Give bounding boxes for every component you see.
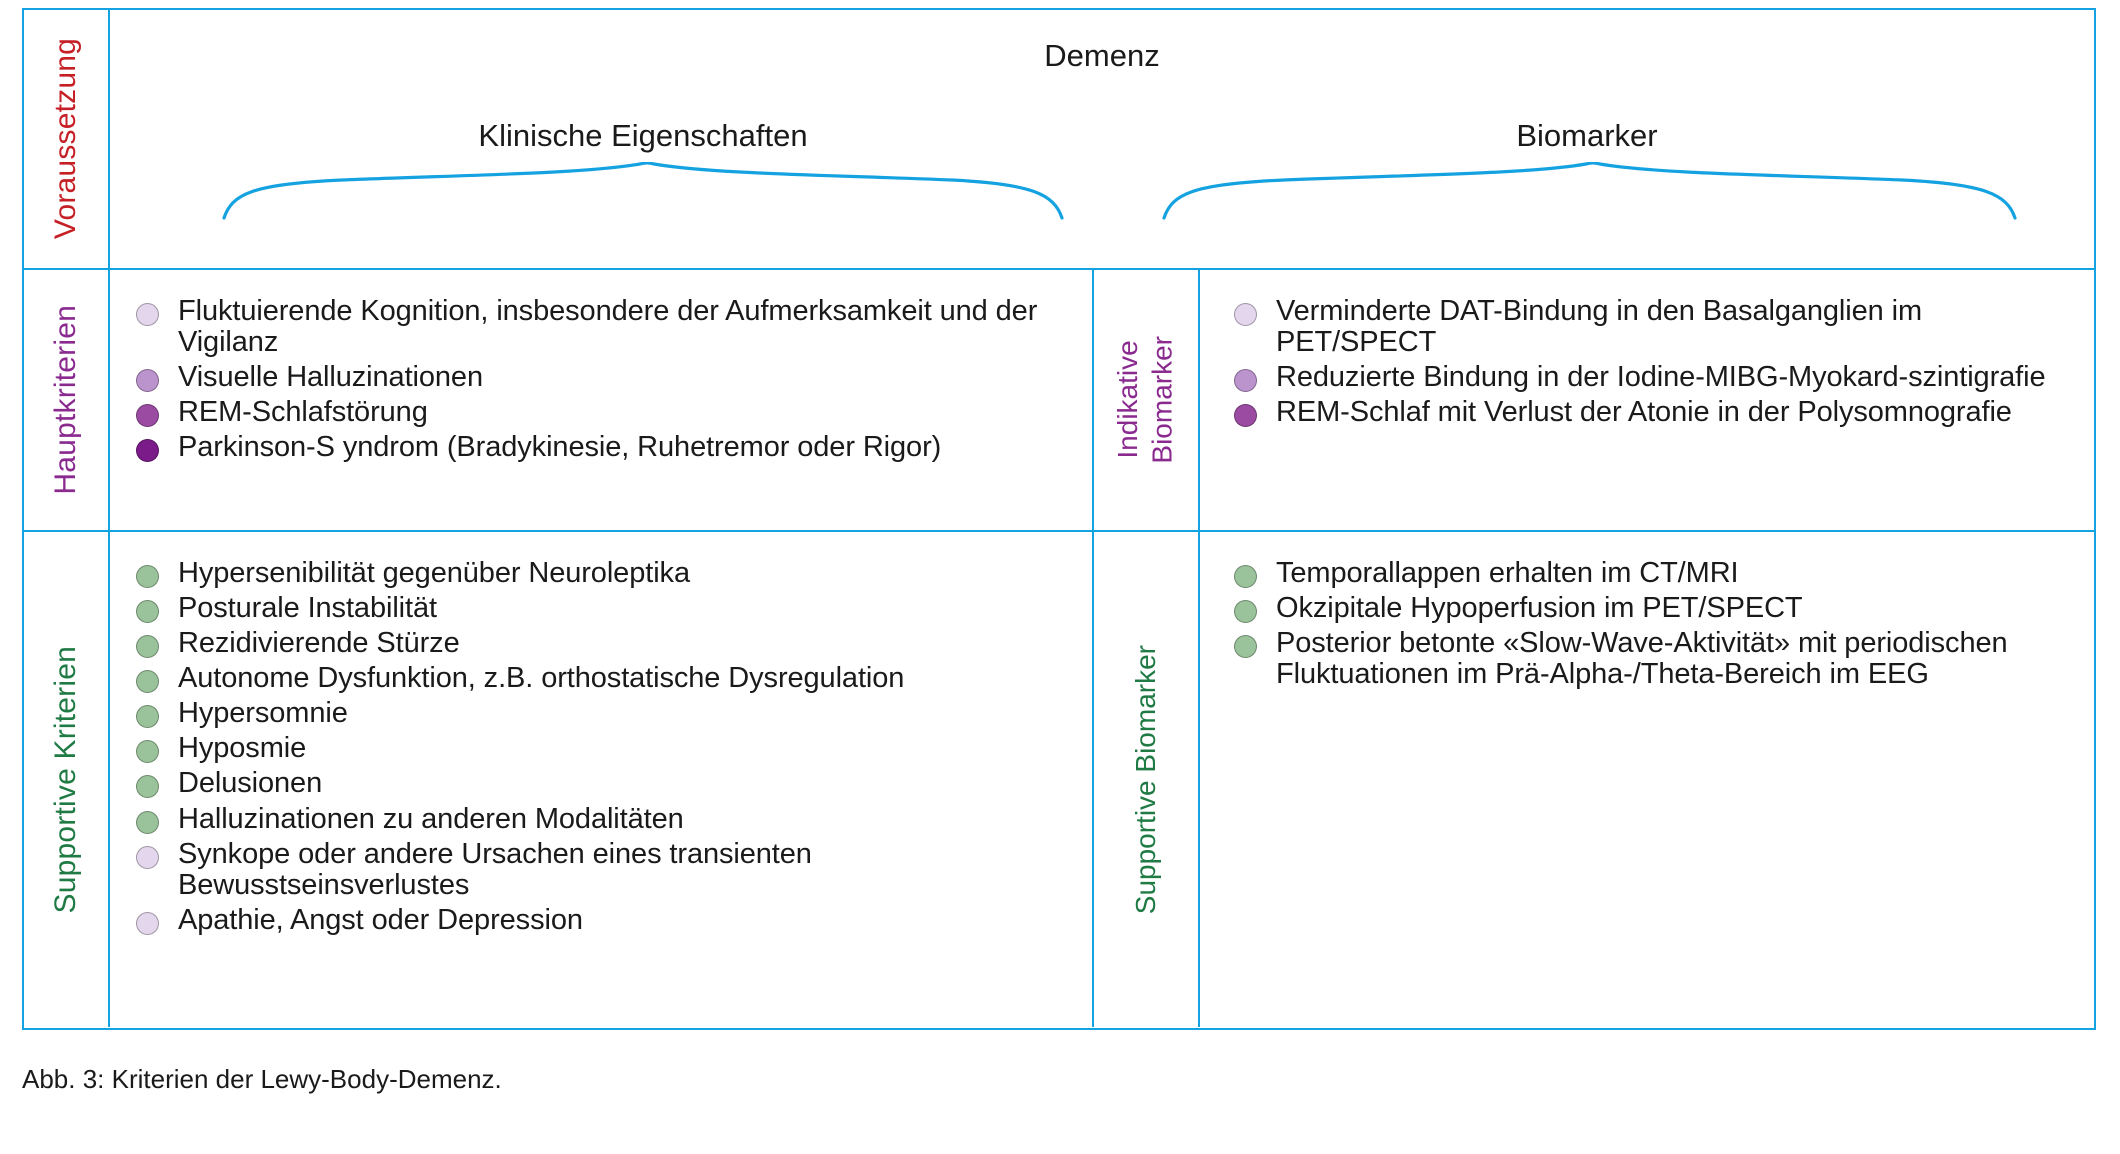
- bullet-dot-icon: [1234, 404, 1257, 428]
- list-item-label: Delusionen: [178, 767, 323, 800]
- list-item: Synkope oder andere Ursachen eines trans…: [136, 837, 1040, 901]
- list-item: Hypersenibilität gegenüber Neuroleptika: [136, 557, 1040, 589]
- bullet-dot-icon: [136, 845, 159, 869]
- group-title-biomarker: Biomarker: [1516, 118, 1658, 153]
- row-label-hauptkriterien-text: Hauptkriterien: [49, 305, 82, 495]
- hauptkriterien-clinical-cell: Fluktuierende Kognition, insbesondere de…: [110, 270, 1062, 530]
- list-item: Reduzierte Bindung in der Iodine-MIBG-My…: [1234, 362, 2072, 393]
- list-item: Fluktuierende Kognition, insbesondere de…: [136, 295, 1040, 359]
- column-label-supportive-biomarker: Supportive Biomarker: [1092, 532, 1200, 1027]
- supportive-biomarker-cell: Temporallappen erhalten im CT/MRI Okzipi…: [1200, 532, 2094, 1027]
- list-item-label: Hypersenibilität gegenüber Neuroleptika: [178, 557, 690, 589]
- supportive-clinical-list: Hypersenibilität gegenüber Neuroleptika …: [136, 557, 1040, 936]
- bullet-dot-icon: [136, 705, 159, 729]
- bullet-dot-icon: [136, 600, 159, 624]
- indikative-biomarker-cell: Verminderte DAT-Bindung in den Basalgang…: [1200, 270, 2094, 530]
- bullet-dot-icon: [136, 775, 159, 799]
- hauptkriterien-clinical-list: Fluktuierende Kognition, insbesondere de…: [136, 295, 1040, 463]
- row-label-hauptkriterien: Hauptkriterien: [24, 270, 110, 530]
- list-item: Posturale Instabilität: [136, 593, 1040, 624]
- list-item-label: Hyposmie: [178, 732, 307, 765]
- list-item: Okzipitale Hypoperfusion im PET/SPECT: [1234, 593, 2072, 624]
- bullet-dot-icon: [136, 404, 159, 428]
- list-item-label: Apathie, Angst oder Depression: [178, 903, 583, 936]
- bullet-dot-icon: [1234, 635, 1257, 659]
- criteria-table: Voraussetzung Demenz Klinische Eigenscha…: [22, 8, 2096, 1030]
- row-label-supportive-kriterien-text: Supportive Kriterien: [49, 645, 82, 914]
- list-item-label: Fluktuierende Kognition, insbesondere de…: [178, 295, 1038, 359]
- list-item-label: REM-Schlafstörung: [178, 396, 428, 429]
- list-item: Autonome Dysfunktion, z.B. orthostatisch…: [136, 663, 1040, 694]
- bullet-dot-icon: [136, 439, 159, 463]
- page-title: Demenz: [1044, 38, 1160, 73]
- list-item: Temporallappen erhalten im CT/MRI: [1234, 557, 2072, 589]
- list-item-label: Visuelle Halluzinationen: [178, 361, 483, 394]
- list-item-label: Reduzierte Bindung in der Iodine-MIBG-My…: [1276, 361, 2046, 394]
- list-item: Hypersomnie: [136, 698, 1040, 729]
- table-row-voraussetzung: Voraussetzung Demenz Klinische Eigenscha…: [24, 10, 2094, 268]
- list-item-label: REM-Schlaf mit Verlust der Atonie in der…: [1276, 396, 2012, 429]
- brace-clinical-icon: [222, 162, 1064, 220]
- list-item-label: Hypersomnie: [178, 697, 348, 730]
- row-label-voraussetzung-text: Voraussetzung: [49, 38, 82, 240]
- list-item: REM-Schlaf mit Verlust der Atonie in der…: [1234, 397, 2072, 428]
- column-spacer: [1062, 532, 1092, 1027]
- bullet-dot-icon: [136, 911, 159, 935]
- list-item-label: Temporallappen erhalten im CT/MRI: [1276, 557, 1739, 589]
- list-item-label: Synkope oder andere Ursachen eines trans…: [178, 837, 812, 901]
- bullet-dot-icon: [1234, 369, 1257, 393]
- brace-biomarker-icon: [1162, 162, 2017, 220]
- supportive-biomarker-list: Temporallappen erhalten im CT/MRI Okzipi…: [1234, 557, 2072, 690]
- table-row-supportive: Supportive Kriterien Hypersenibilität ge…: [24, 530, 2094, 1027]
- list-item: Apathie, Angst oder Depression: [136, 903, 1040, 936]
- list-item: Delusionen: [136, 768, 1040, 799]
- bullet-dot-icon: [136, 670, 159, 694]
- header-content: Demenz Klinische Eigenschaften Biomarker: [110, 10, 2094, 268]
- column-label-indikative-biomarker: Indikative Biomarker: [1092, 270, 1200, 530]
- supportive-clinical-cell: Hypersenibilität gegenüber Neuroleptika …: [110, 532, 1062, 1027]
- figure-lewy-body-criteria: Voraussetzung Demenz Klinische Eigenscha…: [22, 8, 2096, 1030]
- bullet-dot-icon: [136, 303, 159, 326]
- row-label-voraussetzung: Voraussetzung: [24, 10, 110, 268]
- bullet-dot-icon: [136, 635, 159, 659]
- list-item: Visuelle Halluzinationen: [136, 362, 1040, 393]
- indikative-biomarker-list: Verminderte DAT-Bindung in den Basalgang…: [1234, 295, 2072, 428]
- column-label-supportive-biomarker-text: Supportive Biomarker: [1129, 644, 1161, 915]
- list-item: REM-Schlafstörung: [136, 397, 1040, 428]
- bullet-dot-icon: [136, 810, 159, 834]
- bullet-dot-icon: [1234, 600, 1257, 624]
- list-item-label: Halluzinationen zu anderen Modalitäten: [178, 802, 684, 835]
- group-title-clinical: Klinische Eigenschaften: [478, 118, 808, 153]
- list-item: Rezidivierende Stürze: [136, 628, 1040, 659]
- list-item: Verminderte DAT-Bindung in den Basalgang…: [1234, 295, 2072, 359]
- list-item: Halluzinationen zu anderen Modalitäten: [136, 802, 1040, 835]
- bullet-dot-icon: [136, 369, 159, 393]
- list-item-label: Parkinson-S yndrom (Bradykinesie, Ruhetr…: [178, 431, 942, 464]
- row-label-supportive-kriterien: Supportive Kriterien: [24, 532, 110, 1027]
- list-item-label: Verminderte DAT-Bindung in den Basalgang…: [1276, 295, 1923, 359]
- list-item-label: Posturale Instabilität: [178, 592, 437, 625]
- bullet-dot-icon: [136, 740, 159, 764]
- bullet-dot-icon: [1234, 565, 1257, 588]
- list-item-label: Okzipitale Hypoperfusion im PET/SPECT: [1276, 592, 1803, 625]
- table-row-hauptkriterien: Hauptkriterien Fluktuierende Kognition, …: [24, 268, 2094, 530]
- column-spacer: [1062, 270, 1092, 530]
- bullet-dot-icon: [136, 565, 159, 588]
- list-item: Hyposmie: [136, 733, 1040, 764]
- list-item: Parkinson-S yndrom (Bradykinesie, Ruhetr…: [136, 432, 1040, 463]
- column-label-indikative-biomarker-text: Indikative Biomarker: [1112, 336, 1178, 464]
- list-item: Posterior betonte «Slow-Wave-Aktivität» …: [1234, 628, 2072, 690]
- figure-caption: Abb. 3: Kriterien der Lewy-Body-Demenz.: [22, 1064, 502, 1094]
- list-item-label: Posterior betonte «Slow-Wave-Aktivität» …: [1276, 627, 2008, 691]
- list-item-label: Rezidivierende Stürze: [178, 627, 460, 660]
- list-item-label: Autonome Dysfunktion, z.B. orthostatisch…: [178, 662, 905, 695]
- bullet-dot-icon: [1234, 303, 1257, 326]
